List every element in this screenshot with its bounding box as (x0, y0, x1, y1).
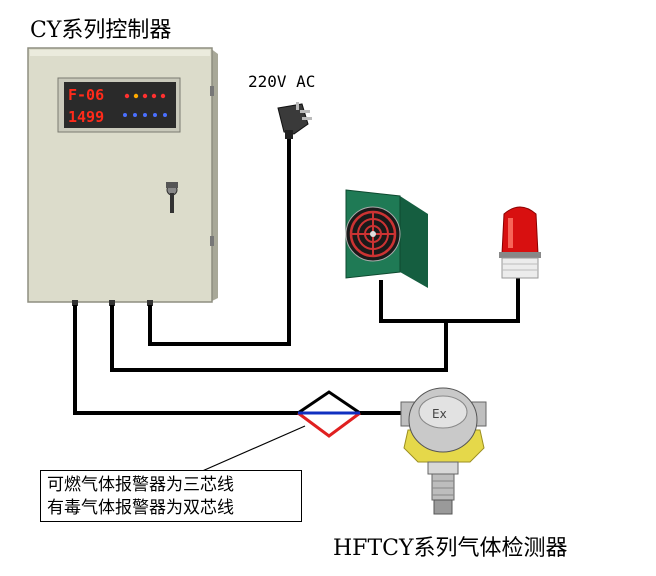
note-box: 可燃气体报警器为三芯线 有毒气体报警器为双芯线 (40, 470, 302, 522)
display-line1: F-06 (68, 86, 104, 104)
detector-cable-left (75, 305, 298, 413)
gas-detector-icon: Ex (401, 388, 486, 514)
exhaust-fan-icon (346, 190, 428, 288)
power-plug-icon (278, 102, 312, 139)
note-pointer (200, 426, 305, 472)
wire-junction (298, 392, 360, 436)
detector-label: HFTCY系列气体检测器 (333, 530, 567, 562)
note-line1: 可燃气体报警器为三芯线 (47, 474, 295, 497)
note-line2: 有毒气体报警器为双芯线 (47, 497, 295, 520)
controller-cabinet: F-06 1499 (28, 48, 218, 306)
ex-badge: Ex (432, 407, 447, 421)
display-line2: 1499 (68, 108, 104, 126)
beacon-cable (446, 278, 518, 321)
alarm-beacon-icon (499, 207, 541, 278)
